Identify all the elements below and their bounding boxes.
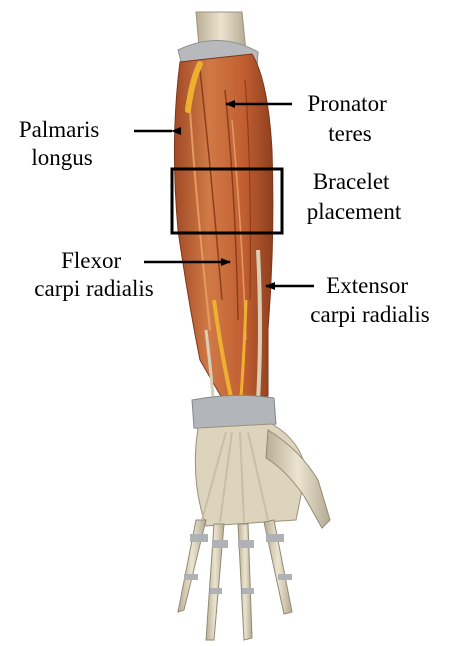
bracelet-placement-label: Bracelet placement xyxy=(307,169,402,224)
flexor-carpi-radialis-label: Flexor carpi radialis xyxy=(34,248,153,301)
extensor-carpi-radialis-label: Extensor carpi radialis xyxy=(310,273,429,327)
palmaris-longus-label: Palmaris longus xyxy=(19,117,105,170)
pronator-teres-label: Pronator teres xyxy=(308,91,393,146)
